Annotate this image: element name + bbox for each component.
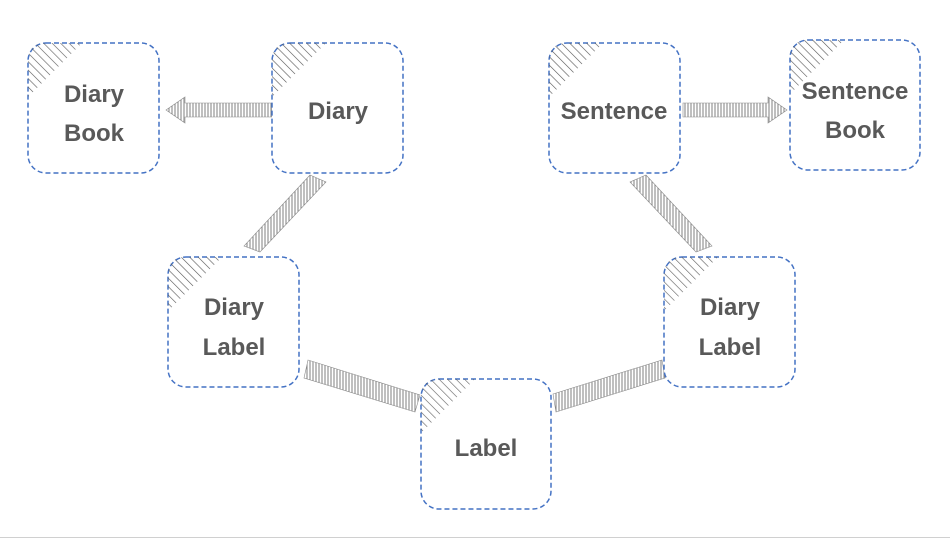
bottom-divider xyxy=(0,537,950,538)
connector-label-to-diary-label-right xyxy=(552,359,666,413)
node-sentence-book-line-1: Sentence xyxy=(802,78,909,105)
connector-diary-to-diary-book xyxy=(165,96,273,124)
node-diary-book-line-2: Book xyxy=(64,120,125,147)
connector-diary-label-left-to-label xyxy=(303,359,421,413)
node-label: Label xyxy=(420,378,552,510)
connector-diary-to-diary-label-left xyxy=(243,174,327,253)
node-sentence-line-1: Sentence xyxy=(561,98,668,125)
node-diary: Diary xyxy=(271,42,404,174)
node-diary-book: Diary Book xyxy=(27,42,160,174)
node-sentence-book: Sentence Book xyxy=(789,39,921,171)
connector-sentence-to-sentence-book xyxy=(682,96,788,124)
connector-diary-label-right-to-sentence xyxy=(629,174,713,253)
node-diary-book-line-1: Diary xyxy=(64,81,125,108)
connectors xyxy=(165,96,788,413)
node-diary-label-right: Diary Label xyxy=(663,256,796,388)
node-diary-label-left-line-1: Diary xyxy=(204,294,265,321)
node-diary-label-right-line-1: Diary xyxy=(700,294,761,321)
node-diary-label-right-line-2: Label xyxy=(699,334,762,361)
node-sentence: Sentence xyxy=(548,42,681,174)
node-diary-line-1: Diary xyxy=(308,98,369,125)
node-diary-label-left-line-2: Label xyxy=(203,334,266,361)
node-label-line-1: Label xyxy=(455,435,518,462)
node-diary-label-left: Diary Label xyxy=(167,256,300,388)
node-sentence-book-line-2: Book xyxy=(825,117,886,144)
